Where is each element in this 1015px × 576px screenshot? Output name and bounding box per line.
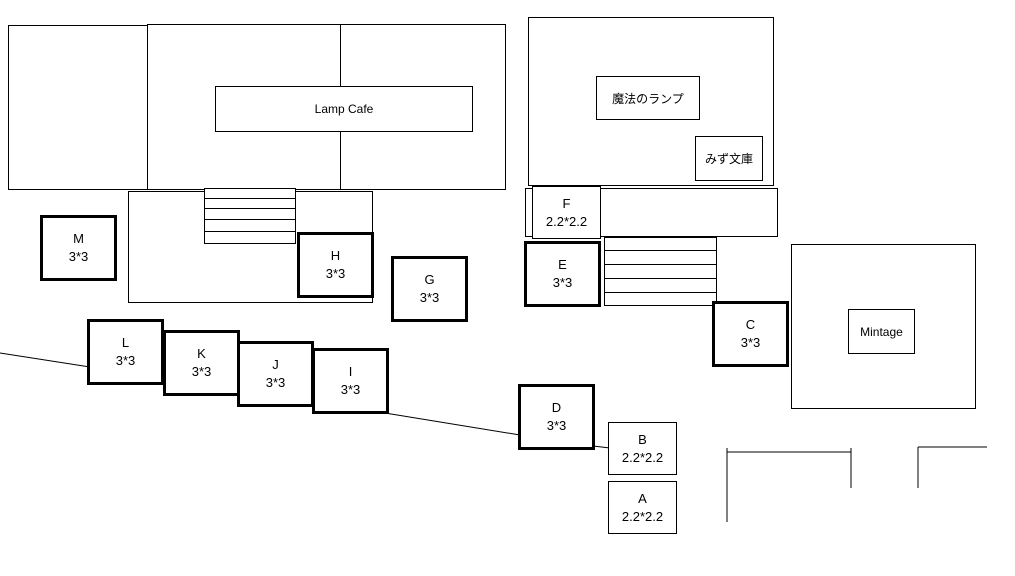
booth-h-size: 3*3 xyxy=(325,266,346,281)
lamp-cafe-building-left xyxy=(8,25,148,190)
booth-e: E 3*3 xyxy=(524,241,601,307)
booth-f-size: 2.2*2.2 xyxy=(545,213,588,229)
booth-c: C 3*3 xyxy=(712,301,789,367)
booth-f: F 2.2*2.2 xyxy=(532,186,601,239)
booth-m: M 3*3 xyxy=(40,215,117,281)
mahou-no-lamp-building xyxy=(528,17,774,186)
booth-e-size: 3*3 xyxy=(552,275,573,290)
lamp-cafe-stairs xyxy=(204,188,296,244)
booth-h: H 3*3 xyxy=(297,232,374,298)
booth-g: G 3*3 xyxy=(391,256,468,322)
booth-d-size: 3*3 xyxy=(546,418,567,433)
booth-c-id: C xyxy=(745,317,756,332)
booth-i: I 3*3 xyxy=(312,348,389,414)
booth-f-id: F xyxy=(562,195,571,211)
lamp-cafe-divider-top xyxy=(340,24,341,87)
booth-l: L 3*3 xyxy=(87,319,164,385)
booth-b-size: 2.2*2.2 xyxy=(621,449,664,465)
booth-g-size: 3*3 xyxy=(419,290,440,305)
booth-j: J 3*3 xyxy=(237,341,314,407)
booth-a: A 2.2*2.2 xyxy=(608,481,677,534)
booth-d: D 3*3 xyxy=(518,384,595,450)
mizu-bunko-sign: みず文庫 xyxy=(695,136,763,181)
booth-e-id: E xyxy=(558,257,567,272)
booth-j-size: 3*3 xyxy=(265,375,286,390)
lamp-cafe-sign: Lamp Cafe xyxy=(215,86,473,132)
booth-k-id: K xyxy=(197,346,206,361)
mahou-no-lamp-stairs xyxy=(604,237,717,306)
lamp-cafe-label: Lamp Cafe xyxy=(314,102,374,116)
mizu-bunko-label: みず文庫 xyxy=(704,152,753,166)
booth-m-size: 3*3 xyxy=(68,249,89,264)
booth-h-id: H xyxy=(330,248,341,263)
booth-i-id: I xyxy=(348,364,353,379)
booth-g-id: G xyxy=(424,272,435,287)
booth-c-size: 3*3 xyxy=(740,335,761,350)
mahou-no-lamp-sign: 魔法のランプ xyxy=(596,76,700,120)
mintage-building xyxy=(791,244,976,409)
booth-m-id: M xyxy=(73,231,84,246)
lamp-cafe-divider-bottom xyxy=(340,131,341,190)
mintage-sign: Mintage xyxy=(848,309,915,354)
booth-d-id: D xyxy=(551,400,562,415)
mahou-no-lamp-label: 魔法のランプ xyxy=(612,91,684,106)
booth-a-size: 2.2*2.2 xyxy=(621,508,664,524)
booth-b: B 2.2*2.2 xyxy=(608,422,677,475)
booth-a-id: A xyxy=(638,490,647,506)
booth-k-size: 3*3 xyxy=(191,364,212,379)
lamp-cafe-building xyxy=(147,24,506,190)
booth-k: K 3*3 xyxy=(163,330,240,396)
booth-l-size: 3*3 xyxy=(115,353,136,368)
booth-i-size: 3*3 xyxy=(340,382,361,397)
booth-j-id: J xyxy=(272,357,279,372)
booth-b-id: B xyxy=(638,431,647,447)
mahou-no-lamp-terrace xyxy=(525,188,778,237)
mintage-label: Mintage xyxy=(860,324,903,339)
booth-l-id: L xyxy=(121,335,130,350)
